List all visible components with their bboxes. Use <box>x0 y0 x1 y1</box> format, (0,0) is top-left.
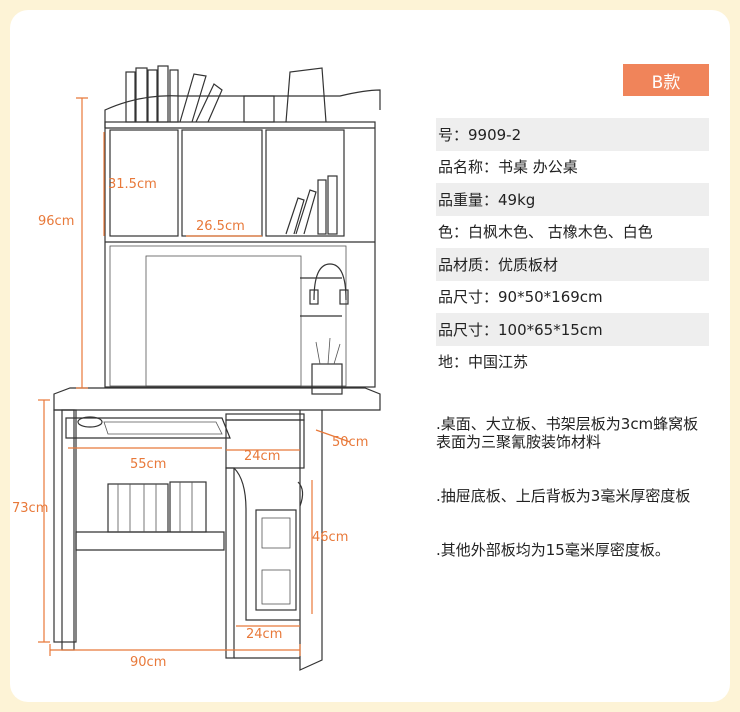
spec-row-size: 品尺寸：90*50*169cm <box>438 288 603 307</box>
spec-row-model: 号：9909-2 <box>436 118 709 151</box>
dim-drawer-width: 24cm <box>244 449 280 464</box>
dim-desk-depth: 50cm <box>332 435 368 450</box>
note-3: .其他外部板均为15毫米厚密度板。 <box>436 541 670 559</box>
dim-desk-height: 73cm <box>12 501 48 516</box>
variant-badge: B款 <box>623 64 709 96</box>
dim-cubby-height: 31.5cm <box>108 177 157 192</box>
hutch <box>104 65 381 395</box>
dimension-lines <box>38 97 351 656</box>
spec-row-origin: 地：中国江苏 <box>438 353 529 372</box>
note-1: .桌面、大立板、书架层板为3cm蜂窝板 <box>436 415 699 433</box>
spec-row-weight: 品重量：49kg <box>436 183 709 216</box>
note-1-cont: 表面为三聚氰胺装饰材料 <box>436 433 602 451</box>
product-panel: 96cm 31.5cm 26.5cm 50cm 55cm 24cm 73cm 4… <box>10 10 730 702</box>
dim-cubby-width: 26.5cm <box>196 219 245 234</box>
dim-cabinet-width: 24cm <box>246 627 282 642</box>
dim-keyboard-width: 55cm <box>130 457 166 472</box>
dim-hutch-height: 96cm <box>38 214 74 229</box>
spec-row-name: 品名称：书桌 办公桌 <box>438 158 578 177</box>
spec-row-color: 色：白枫木色、 古橡木色、白色 <box>438 223 653 242</box>
spec-row-material: 品材质：优质板材 <box>436 248 709 281</box>
desk-line-drawing: 96cm 31.5cm 26.5cm 50cm 55cm 24cm 73cm 4… <box>12 65 381 671</box>
desk <box>53 387 381 671</box>
note-2: .抽屉底板、上后背板为3毫米厚密度板 <box>436 487 691 505</box>
spec-table: 号：9909-2 品名称：书桌 办公桌 品重量：49kg 色：白枫木色、 古橡木… <box>436 118 709 378</box>
dim-total-width: 90cm <box>130 655 166 670</box>
spec-row-package-size: 品尺寸：100*65*15cm <box>436 313 709 346</box>
dim-cabinet-height: 46cm <box>312 530 348 545</box>
